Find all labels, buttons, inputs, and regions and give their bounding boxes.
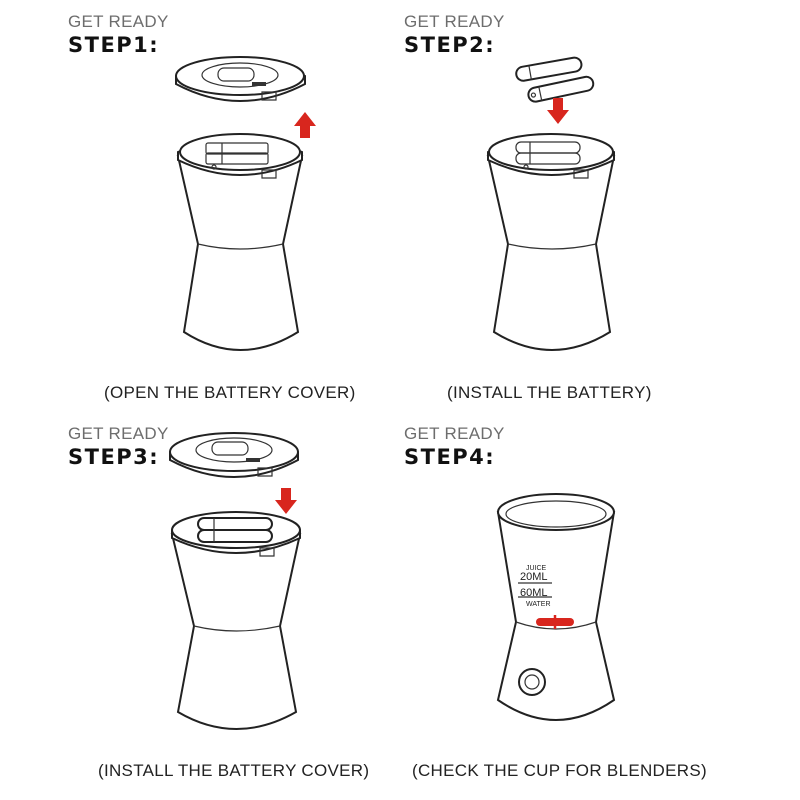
marking-20ml: 20ML bbox=[520, 571, 548, 583]
step3-caption: (INSTALL THE BATTERY COVER) bbox=[98, 761, 370, 780]
step3-down-arrow-icon bbox=[275, 488, 297, 514]
step3-title: STEP3: bbox=[68, 445, 160, 469]
step1-battery-cover bbox=[175, 56, 306, 102]
step2-down-arrow-icon bbox=[547, 98, 569, 124]
step1-device-open bbox=[176, 133, 304, 351]
step1-caption: (OPEN THE BATTERY COVER) bbox=[104, 383, 356, 402]
step1-title: STEP1: bbox=[68, 33, 160, 57]
step2-caption: (INSTALL THE BATTERY) bbox=[447, 383, 652, 402]
step1-up-arrow-icon bbox=[294, 112, 316, 138]
step3-battery-cover bbox=[169, 432, 299, 478]
step4-get-ready: GET READY bbox=[404, 424, 505, 443]
marking-water: WATER bbox=[526, 601, 551, 608]
step4-cup-device bbox=[496, 493, 616, 721]
step2-batteries bbox=[515, 56, 595, 103]
step4-caption: (CHECK THE CUP FOR BLENDERS) bbox=[412, 761, 707, 780]
step3-get-ready: GET READY bbox=[68, 424, 169, 443]
power-button-icon bbox=[518, 668, 546, 696]
marking-60ml: 60ML bbox=[520, 587, 548, 599]
step2-get-ready: GET READY bbox=[404, 12, 505, 31]
step2-device-open bbox=[486, 133, 616, 351]
step3-device-with-batteries bbox=[170, 511, 302, 730]
step1-get-ready: GET READY bbox=[68, 12, 169, 31]
step2-title: STEP2: bbox=[404, 33, 496, 57]
step4-cup-markings: JUICE 20ML 60ML WATER bbox=[520, 565, 551, 608]
marking-juice: JUICE bbox=[526, 565, 547, 572]
step4-title: STEP4: bbox=[404, 445, 496, 469]
